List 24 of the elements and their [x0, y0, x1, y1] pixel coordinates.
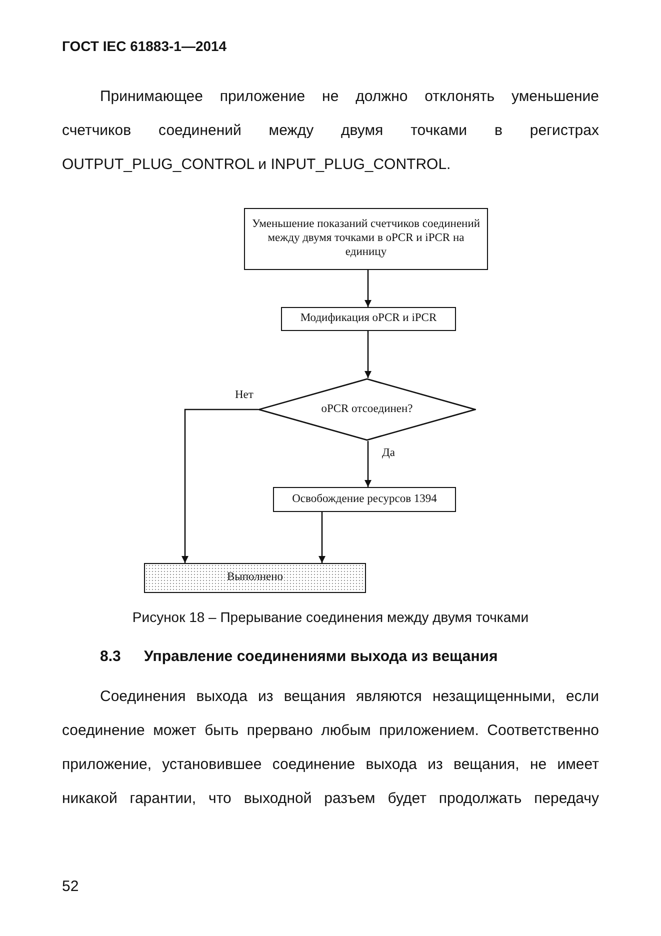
document-header: ГОСТ IEC 61883-1—2014	[62, 38, 228, 54]
body-paragraph: Принимающее приложение не должно отклонять уменьшение счетчиков соединений между двумя точками в регистрах OUTPUT_PLUG_CONTROL и INPUT_PLUG_CONTROL.	[62, 87, 599, 175]
process-box	[273, 487, 456, 512]
edge-label: Нет	[234, 389, 254, 401]
node-text: Выполнено	[226, 571, 284, 585]
process-box	[244, 208, 488, 270]
page-number: 52	[62, 878, 80, 895]
node-text: Освобождение ресурсов 1394	[291, 492, 438, 506]
decision-diamond	[258, 378, 476, 441]
arrow	[182, 408, 258, 563]
arrow	[318, 512, 326, 563]
node-text: Уменьшение показаний счетчиков соединений между двумя точками в oPCR и iPCR на единицу	[250, 218, 482, 260]
section-heading: Управление соединениями выхода из вещания	[144, 648, 499, 665]
node-text: oPCR отсоединен?	[320, 402, 414, 416]
terminal-box	[144, 563, 366, 593]
arrow	[364, 331, 372, 378]
section-number: 8.3	[100, 648, 122, 665]
body-paragraph: Соединения выхода из вещания являются незащищенными, если соединение может быть прервано любым приложением. Соответственно приложение, установившее соединение выхода из вещания, не имеет никакой гарантии, что выходной разъем будет продолжать передачу	[62, 687, 599, 809]
arrow	[364, 270, 372, 307]
arrow	[364, 441, 372, 487]
node-text: Модификация oPCR и iPCR	[299, 312, 438, 326]
process-box	[281, 307, 456, 331]
figure-caption: Рисунок 18 – Прерывание соединения между двумя точками	[132, 609, 529, 625]
edge-label: Да	[381, 447, 396, 459]
